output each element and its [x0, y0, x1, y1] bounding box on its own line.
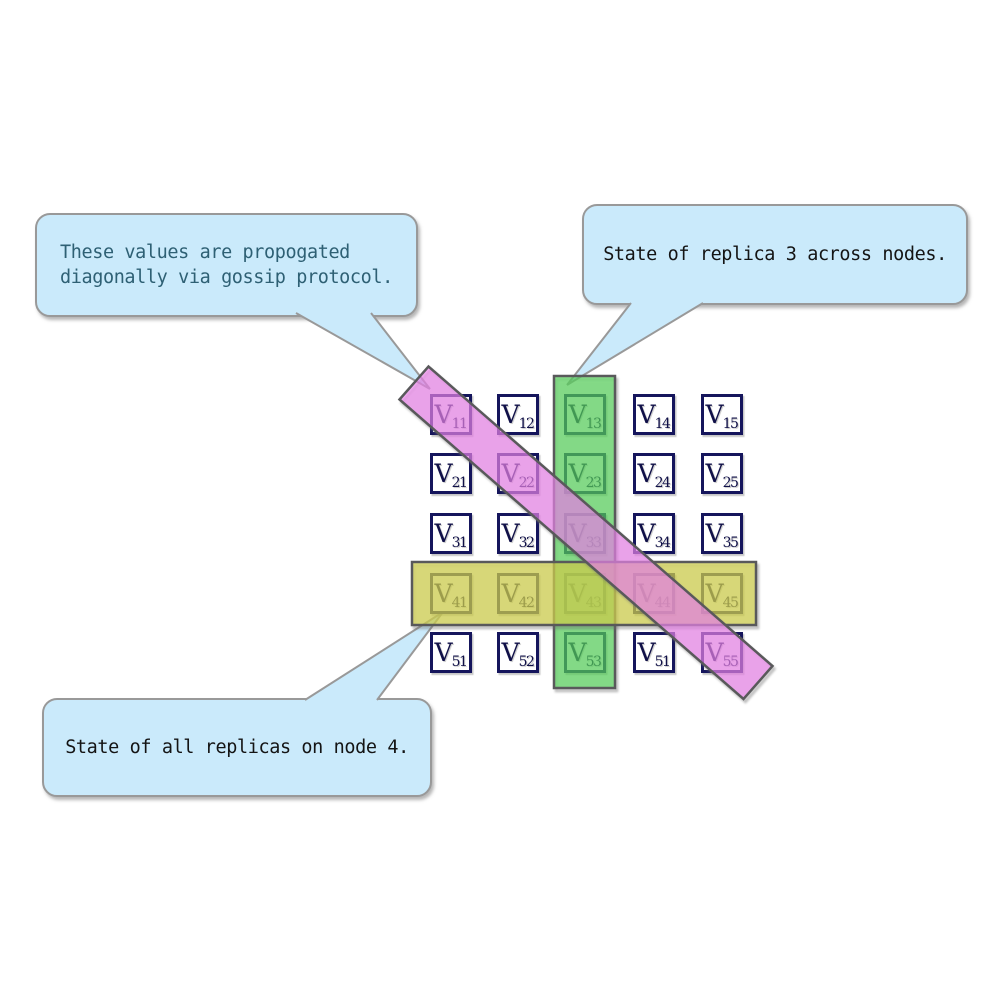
cell-label: V11	[434, 400, 468, 432]
callout-tail-gossip	[296, 313, 430, 389]
matrix-cell-V44-r4c4: V44	[633, 573, 675, 614]
cell-label: V15	[705, 400, 739, 432]
matrix-cell-V21-r2c1: V21	[430, 453, 472, 494]
cell-label: V41	[434, 579, 468, 611]
callout-tail-replica3	[567, 303, 703, 385]
cell-label: V51	[637, 638, 671, 670]
matrix-cell-V42-r4c2: V42	[497, 573, 539, 614]
callout-tail-node4-edges	[304, 611, 444, 701]
callout-replica3: State of replica 3 across nodes.	[582, 204, 968, 305]
cell-label: V13	[568, 400, 602, 432]
matrix-cell-V34-r3c4: V34	[633, 513, 675, 554]
callout-tail-replica3-edges	[566, 302, 704, 386]
matrix-cell-V52-r5c2: V52	[497, 632, 539, 673]
cell-label: V55	[705, 638, 739, 670]
cell-label: V14	[637, 400, 671, 432]
cell-label: V42	[501, 579, 535, 611]
matrix-cell-V53-r5c3: V53	[564, 632, 606, 673]
callout-node4: State of all replicas on node 4.	[42, 698, 432, 797]
cell-label: V22	[501, 459, 535, 491]
cell-label: V53	[568, 638, 602, 670]
cell-label: V34	[637, 519, 671, 551]
callout-gossip-line1: These values are propogated	[60, 241, 350, 263]
matrix-cell-V12-r1c2: V12	[497, 394, 539, 435]
callout-gossip-line2: diagonally via gossip protocol.	[60, 267, 393, 288]
cell-label: V43	[568, 579, 602, 611]
callout-tail-gossip-edges	[295, 312, 431, 390]
matrix-cell-V35-r3c5: V35	[701, 513, 743, 554]
highlight-replica3-column	[552, 374, 617, 690]
callout-replica3-text: State of replica 3 across nodes.	[603, 243, 947, 265]
matrix-cell-V24-r2c4: V24	[633, 453, 675, 494]
cell-label: V51	[434, 638, 468, 670]
cell-label: V35	[705, 519, 739, 551]
cell-label: V12	[501, 400, 535, 432]
matrix-cell-V51-r5c4: V51	[633, 632, 675, 673]
callout-tail-node4	[305, 612, 443, 700]
callout-node4-text: State of all replicas on node 4.	[65, 736, 409, 758]
matrix-cell-V33-r3c3: V33	[564, 513, 606, 554]
matrix-cell-V15-r1c5: V15	[701, 394, 743, 435]
cell-label: V31	[434, 519, 468, 551]
callout-gossip: These values are propogated diagonally v…	[35, 213, 418, 317]
highlight-node4-row	[410, 560, 758, 627]
matrix-cell-V45-r4c5: V45	[701, 573, 743, 614]
matrix-cell-V41-r4c1: V41	[430, 573, 472, 614]
matrix-cell-V14-r1c4: V14	[633, 394, 675, 435]
matrix-cell-V31-r3c1: V31	[430, 513, 472, 554]
matrix-cell-V23-r2c3: V23	[564, 453, 606, 494]
matrix-cell-V13-r1c3: V13	[564, 394, 606, 435]
cell-label: V23	[568, 459, 602, 491]
cell-label: V44	[637, 579, 671, 611]
cell-label: V52	[501, 638, 535, 670]
matrix-cell-V32-r3c2: V32	[497, 513, 539, 554]
matrix-cell-V11-r1c1: V11	[430, 394, 472, 435]
matrix-cell-V25-r2c5: V25	[701, 453, 743, 494]
cell-label: V25	[705, 459, 739, 491]
matrix-cell-V51-r5c1: V51	[430, 632, 472, 673]
cell-label: V33	[568, 519, 602, 551]
highlight-gossip-diagonal	[397, 364, 775, 701]
cell-label: V21	[434, 459, 468, 491]
cell-label: V45	[705, 579, 739, 611]
cell-label: V32	[501, 519, 535, 551]
matrix-cell-V22-r2c2: V22	[497, 453, 539, 494]
matrix-cell-V55-r5c5: V55	[701, 632, 743, 673]
cell-label: V24	[637, 459, 671, 491]
matrix-cell-V43-r4c3: V43	[564, 573, 606, 614]
